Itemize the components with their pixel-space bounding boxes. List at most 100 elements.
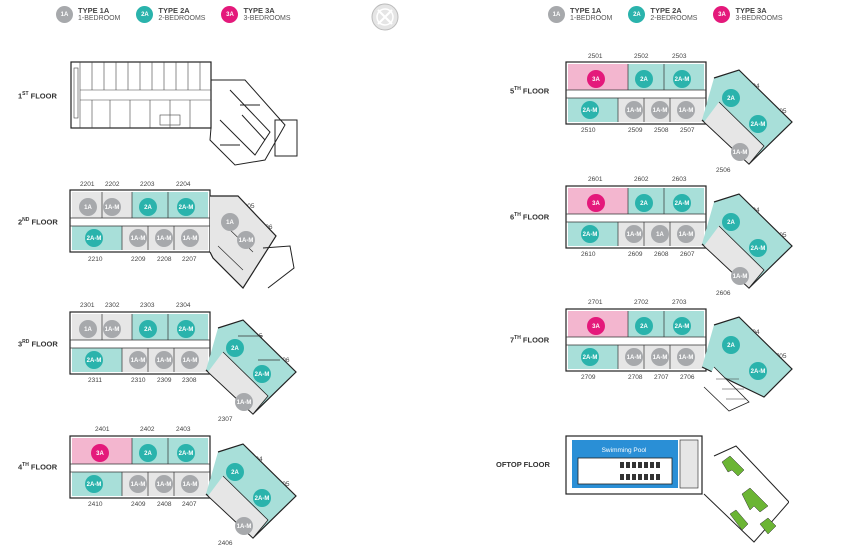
- unit-number: 2508: [654, 127, 669, 134]
- unit-number: 2409: [131, 501, 146, 508]
- unit-type-badge: 2A-M: [583, 232, 598, 238]
- unit-type-badge: 2A-M: [255, 372, 270, 378]
- unit-type-badge: 1A-M: [627, 108, 642, 114]
- legend-sub: 3-BEDROOMS: [735, 14, 783, 22]
- unit-number: 2303: [140, 302, 155, 309]
- unit-type-badge: 1A: [84, 205, 92, 211]
- floor-plan-4: 3A 2A 2A-M 2A-M 1A-M 1A-M 1A-M 2A 2A-M 1…: [69, 435, 297, 539]
- unit-badges: 3A 2A 2A-M 2A-M 1A-M 1A-M 1A-M 2A 2A-M 1…: [581, 70, 767, 161]
- floor-label-2: 2ND FLOOR: [18, 217, 58, 227]
- unit-type-badge: 1A-M: [105, 327, 120, 333]
- unit-number: 2702: [634, 299, 649, 306]
- unit-number: 2510: [581, 127, 596, 134]
- unit-type-badge: 2A: [144, 451, 152, 457]
- unit-number: 2302: [105, 302, 120, 309]
- unit-number: 2210: [88, 256, 103, 263]
- unit-type-badge: 2A-M: [751, 122, 766, 128]
- compass-icon: [371, 3, 399, 31]
- legend-name: TYPE 1A: [570, 5, 602, 15]
- unit-number: 2401: [95, 426, 110, 433]
- unit-type-badge: 2A-M: [751, 246, 766, 252]
- unit-type-badge: 2A: [144, 327, 152, 333]
- legend-sub: 3-BEDROOMS: [243, 14, 291, 22]
- floor-plan-5: 3A 2A 2A-M 2A-M 1A-M 1A-M 1A-M 2A 2A-M 1…: [565, 61, 793, 165]
- unit-type-badge: 2A-M: [87, 236, 102, 242]
- unit-type-badge: 1A: [226, 220, 234, 226]
- unit-type-badge: 1A-M: [627, 355, 642, 361]
- unit-number: 2609: [628, 251, 643, 258]
- unit-number: 2406: [218, 540, 233, 547]
- unit-type-badge: 2A-M: [675, 324, 690, 330]
- unit-number: 2610: [581, 251, 596, 258]
- unit-number: 2207: [182, 256, 197, 263]
- unit-type-badge: 1A-M: [627, 232, 642, 238]
- unit-type-badge: 1A-M: [131, 482, 146, 488]
- floor-label-4: 4TH FLOOR: [18, 462, 58, 472]
- unit-number: 2503: [672, 53, 687, 60]
- unit-type-badge: 1A-M: [237, 400, 252, 406]
- unit-type-badge: 2A: [231, 470, 239, 476]
- unit-type-badge: 2A: [727, 220, 735, 226]
- unit-type-badge: 2A-M: [751, 369, 766, 375]
- unit-badges: 1A 1A-M 2A 2A-M 2A-M 1A-M 1A-M 1A-M 2A 2…: [79, 320, 271, 411]
- unit-type-badge: 1A-M: [157, 358, 172, 364]
- unit-number: 2202: [105, 181, 120, 188]
- unit-type-badge: 2A-M: [675, 77, 690, 83]
- floor-plan-7: 3A 2A 2A-M 2A-M 1A-M 1A-M 1A-M 2A 2A-M: [565, 308, 793, 412]
- legend-sub: 2-BEDROOMS: [650, 14, 698, 22]
- type-3a-badge: 3A: [713, 6, 731, 23]
- unit-type-badge: 3A: [592, 201, 600, 207]
- unit-number: 2310: [131, 377, 146, 384]
- unit-type-badge: 2A: [640, 324, 648, 330]
- unit-type-badge: 1A-M: [183, 358, 198, 364]
- unit-number: 2204: [176, 181, 191, 188]
- unit-type-badge: 1A-M: [733, 274, 748, 280]
- unit-number: 2602: [634, 176, 649, 183]
- unit-type-badge: 1A-M: [733, 150, 748, 156]
- unit-number: 2501: [588, 53, 603, 60]
- unit-type-badge: 1A-M: [239, 238, 254, 244]
- unit-type-badge: 3A: [96, 451, 104, 457]
- unit-type-badge: 2A-M: [583, 355, 598, 361]
- unit-type-badge: 1A-M: [157, 482, 172, 488]
- unit-number: 2203: [140, 181, 155, 188]
- unit-type-badge: 1A-M: [105, 205, 120, 211]
- unit-type-badge: 2A-M: [255, 496, 270, 502]
- unit-type-badge: 2A: [144, 205, 152, 211]
- unit-type-badge: 1A-M: [653, 355, 668, 361]
- legend-name: TYPE 1A: [78, 5, 110, 15]
- unit-number: 2308: [182, 377, 197, 384]
- unit-type-badge: 2A: [231, 346, 239, 352]
- unit-number: 2708: [628, 374, 643, 381]
- unit-number: 2408: [157, 501, 172, 508]
- type-2a-badge: 2A: [136, 6, 154, 23]
- unit-type-badge: 1A-M: [131, 358, 146, 364]
- floor-label-7: 7TH FLOOR: [510, 335, 550, 345]
- swimming-pool-label: Swimming Pool: [602, 447, 647, 454]
- unit-type-badge: 2A-M: [87, 482, 102, 488]
- unit-number: 2201: [80, 181, 95, 188]
- unit-number: 2410: [88, 501, 103, 508]
- unit-number: 2307: [218, 416, 233, 423]
- unit-number: 2502: [634, 53, 649, 60]
- unit-badges: 3A 2A 2A-M 2A-M 1A-M 1A-M 1A-M 2A 2A-M 1…: [85, 444, 271, 535]
- floor-plan-1: [70, 61, 298, 166]
- unit-number: 2309: [157, 377, 172, 384]
- legend-name: TYPE 2A: [158, 5, 190, 15]
- unit-type-badge: 1A-M: [679, 355, 694, 361]
- unit-type-badge: 1A-M: [157, 236, 172, 242]
- unit-type-badge: 2A-M: [675, 201, 690, 207]
- unit-type-badge: 1A-M: [653, 108, 668, 114]
- unit-number: 2301: [80, 302, 95, 309]
- unit-number: 2607: [680, 251, 695, 258]
- unit-type-badge: 1A-M: [183, 236, 198, 242]
- unit-number: 2506: [716, 167, 731, 174]
- unit-type-badge: 1A-M: [679, 232, 694, 238]
- floor-label-rooftop: OFTOP FLOOR: [496, 460, 550, 469]
- type-3a-badge: 3A: [221, 6, 239, 23]
- type-2a-badge: 2A: [628, 6, 646, 23]
- unit-type-badge: 1A-M: [237, 524, 252, 530]
